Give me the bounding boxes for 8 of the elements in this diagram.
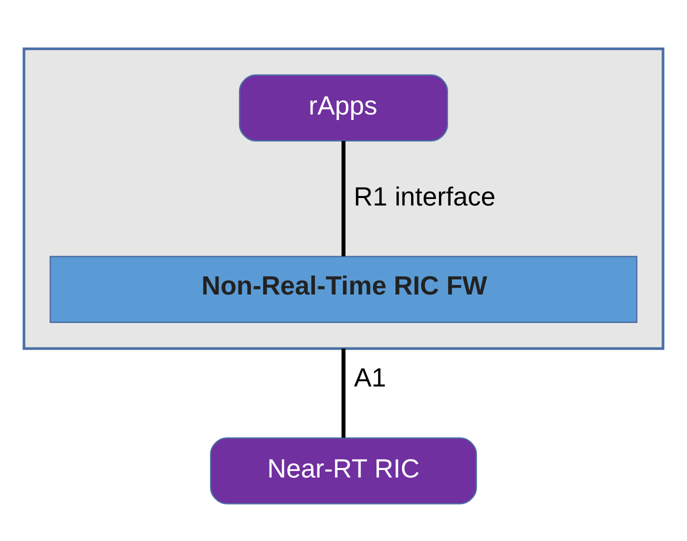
node-box: Non-Real-Time RIC FW bbox=[50, 255, 638, 322]
cluster bbox=[22, 46, 664, 350]
edge-label: R1 interface bbox=[354, 180, 496, 211]
edge-label: A1 bbox=[354, 362, 386, 392]
node-box: Near-RT RIC bbox=[210, 436, 477, 504]
connector bbox=[342, 348, 346, 438]
node-box: rApps bbox=[238, 74, 448, 141]
connector bbox=[342, 140, 346, 256]
